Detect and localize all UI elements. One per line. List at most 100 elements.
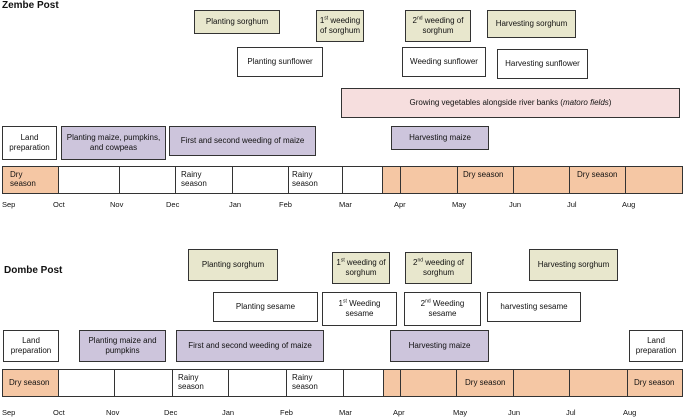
zembe-month-dec: Dec [166, 200, 180, 209]
dombe-land-preparation-label-2: Land preparation [635, 336, 677, 355]
dombe-second-weeding-sesame-box: 2nd Weeding sesame [404, 292, 481, 326]
dombe-month-nov: Nov [106, 408, 120, 417]
dombe-first-weeding-sorghum-box: 1st weeding of sorghum [332, 252, 390, 284]
dombe-harvesting-sorghum-box: Harvesting sorghum [529, 249, 618, 281]
zembe-rainy-season-label-1: Rainy season [181, 170, 207, 189]
zembe-first-weeding-num: 1 [319, 16, 325, 26]
dombe-harvesting-sesame-box: harvesting sesame [487, 292, 581, 322]
zembe-cell-sep [3, 167, 59, 193]
zembe-planting-maize-box: Planting maize, pumpkins, and cowpeas [61, 126, 166, 160]
zembe-second-weeding-label: weeding of sorghum [422, 16, 464, 35]
dombe-second-weeding-label: weeding of sorghum [422, 258, 464, 277]
dombe-cell-nov [115, 370, 173, 396]
zembe-planting-sunflower-label: Planting sunflower [247, 57, 313, 67]
dombe-cell-dec [173, 370, 229, 396]
dombe-month-mar: Mar [339, 408, 352, 417]
dombe-land-preparation-box-2: Land preparation [629, 330, 683, 362]
zembe-harvesting-maize-label: Harvesting maize [409, 133, 471, 143]
zembe-land-preparation-label: Land preparation [9, 133, 50, 152]
dombe-month-may: May [453, 408, 468, 417]
dombe-dry-season-label-2: Dry season [465, 378, 506, 387]
zembe-second-weeding-num: 2 [412, 16, 417, 26]
zembe-month-feb: Feb [279, 200, 292, 209]
zembe-post-title: Zembe Post [2, 0, 59, 11]
dombe-rainy-season-label-1: Rainy season [178, 373, 204, 392]
zembe-first-weeding-sup: st [324, 15, 329, 22]
dombe-cell-mar-late [384, 370, 401, 396]
zembe-cell-jan [233, 167, 289, 193]
zembe-dry-season-label-2: Dry season [463, 170, 504, 179]
dombe-planting-sorghum-box: Planting sorghum [188, 249, 278, 281]
dombe-cell-mar [344, 370, 384, 396]
zembe-harvesting-sunflower-box: Harvesting sunflower [497, 49, 588, 79]
zembe-cell-feb [289, 167, 343, 193]
dombe-post-title: Dombe Post [4, 265, 63, 276]
zembe-weeding-sunflower-label: Weeding sunflower [410, 57, 478, 67]
zembe-harvesting-sorghum-box: Harvesting sorghum [487, 10, 576, 38]
dombe-dry-season-label-1: Dry season [9, 378, 50, 387]
dombe-harvesting-maize-label: Harvesting maize [408, 341, 471, 351]
zembe-first-weeding-sorghum-box: 1st weeding of sorghum [316, 10, 364, 42]
zembe-harvesting-sunflower-label: Harvesting sunflower [505, 59, 580, 69]
zembe-cell-aug [626, 167, 682, 193]
dombe-month-dec: Dec [164, 408, 178, 417]
zembe-first-weeding-label: weeding of sorghum [319, 16, 361, 35]
zembe-month-may: May [452, 200, 467, 209]
zembe-weeding-maize-label: First and second weeding of maize [180, 136, 305, 146]
dombe-second-weeding-sesame-sup: nd [425, 298, 431, 305]
dombe-month-jan: Jan [222, 408, 235, 417]
zembe-month-mar: Mar [339, 200, 352, 209]
dombe-month-jul: Jul [566, 408, 576, 417]
dombe-planting-maize-box: Planting maize and pumpkins [79, 330, 166, 362]
zembe-planting-sorghum-box: Planting sorghum [194, 10, 280, 34]
zembe-land-preparation-box: Land preparation [2, 126, 57, 160]
dombe-planting-sorghum-label: Planting sorghum [201, 260, 265, 270]
dombe-harvesting-maize-box: Harvesting maize [390, 330, 489, 362]
zembe-cell-jul [570, 167, 626, 193]
dombe-cell-jul [570, 370, 628, 396]
dombe-planting-maize-label: Planting maize and pumpkins [88, 336, 157, 355]
dombe-cell-jan [229, 370, 287, 396]
zembe-month-apr: Apr [394, 200, 406, 209]
zembe-cell-oct [59, 167, 120, 193]
dombe-second-weeding-sup: nd [417, 257, 424, 264]
zembe-weeding-maize-box: First and second weeding of maize [169, 126, 316, 156]
dombe-first-weeding-label: weeding of sorghum [344, 258, 386, 277]
zembe-vegetables-label-b: matoro fields [562, 98, 609, 108]
zembe-vegetables-label-a: Growing vegetables alongside river banks… [409, 98, 563, 108]
dombe-second-weeding-sesame-label: Weeding sesame [428, 299, 465, 318]
dombe-planting-sesame-box: Planting sesame [213, 292, 318, 322]
dombe-cell-may [457, 370, 514, 396]
dombe-second-weeding-sorghum-box: 2nd weeding of sorghum [405, 252, 472, 284]
dombe-month-oct: Oct [53, 408, 65, 417]
zembe-dry-season-label-1: Dry season [10, 170, 36, 189]
dombe-cell-jun [514, 370, 570, 396]
zembe-dry-season-label-3: Dry season [577, 170, 618, 179]
zembe-timeline: Dry season Rainy season Rainy season Dry… [2, 166, 683, 194]
zembe-month-aug: Aug [622, 200, 636, 209]
zembe-month-jun: Jun [509, 200, 522, 209]
zembe-month-jan: Jan [229, 200, 242, 209]
dombe-first-weeding-num: 1 [336, 258, 341, 268]
zembe-planting-sorghum-label: Planting sorghum [205, 17, 269, 27]
zembe-month-nov: Nov [110, 200, 124, 209]
zembe-second-weeding-sup: nd [416, 15, 423, 22]
dombe-rainy-season-label-2: Rainy season [292, 373, 318, 392]
zembe-month-sep: Sep [2, 200, 16, 209]
zembe-month-oct: Oct [53, 200, 65, 209]
dombe-first-weeding-sesame-box: 1st Weeding sesame [322, 292, 397, 326]
dombe-second-weeding-num: 2 [413, 258, 418, 268]
dombe-month-sep: Sep [2, 408, 16, 417]
dombe-cell-feb [287, 370, 344, 396]
zembe-planting-sunflower-box: Planting sunflower [237, 47, 323, 77]
zembe-harvesting-maize-box: Harvesting maize [391, 126, 489, 150]
zembe-cell-mar-late [383, 167, 401, 193]
dombe-first-weeding-sesame-sup: st [342, 298, 347, 305]
zembe-weeding-sunflower-box: Weeding sunflower [402, 47, 486, 77]
dombe-first-weeding-sesame-num: 1 [338, 299, 343, 309]
dombe-first-weeding-sesame-label: Weeding sesame [345, 299, 381, 318]
dombe-cell-oct [59, 370, 115, 396]
dombe-second-weeding-sesame-num: 2 [420, 299, 426, 309]
zembe-cell-jun [514, 167, 570, 193]
zembe-vegetables-box: Growing vegetables alongside river banks… [341, 88, 680, 118]
